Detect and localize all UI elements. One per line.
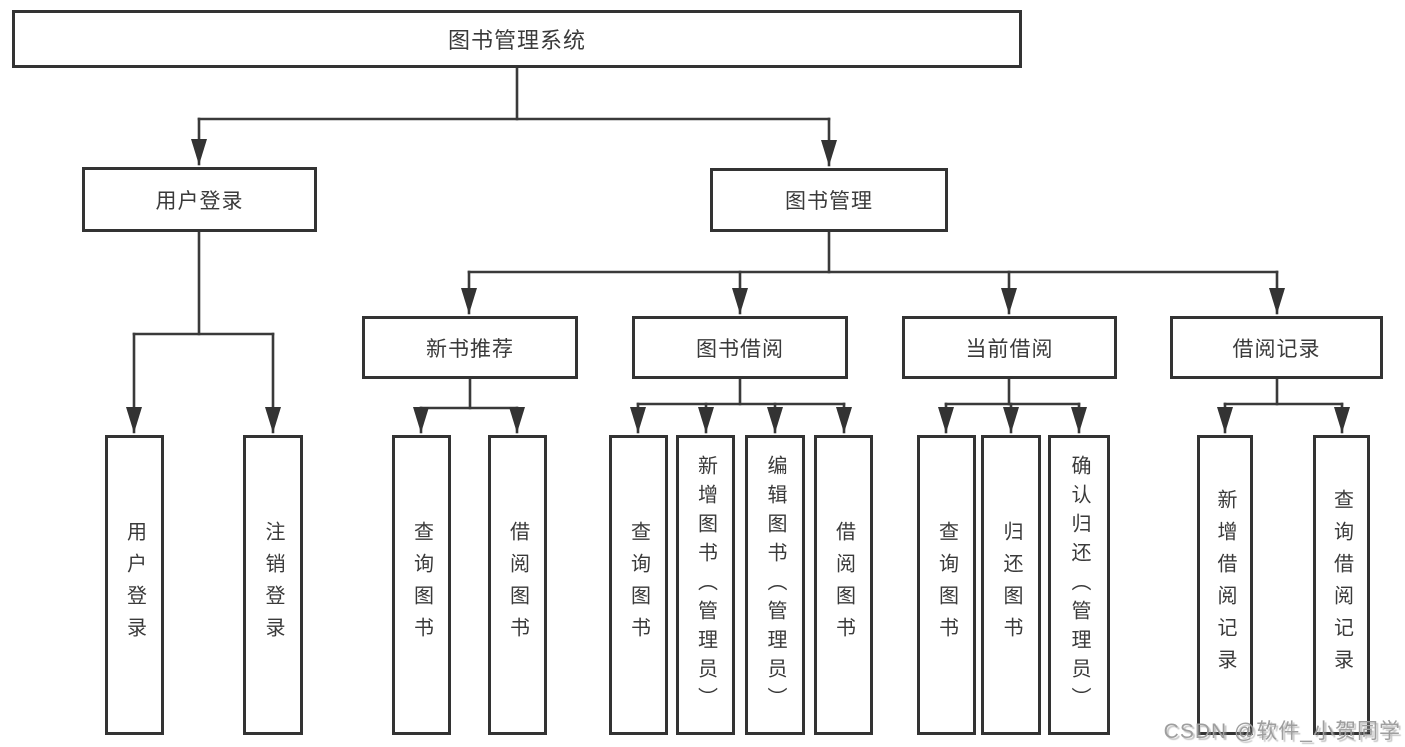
leaf-borrowing-add-books-admin-label: 新增图书（管理员） — [694, 454, 717, 716]
leaf-borrowing-borrow-books: 借阅图书 — [814, 435, 873, 735]
leaf-recommend-borrow-books-label: 借阅图书 — [506, 521, 529, 649]
node-current-borrowing-label: 当前借阅 — [965, 337, 1054, 361]
leaf-records-add-record: 新增借阅记录 — [1197, 435, 1253, 735]
leaf-borrowing-query-books-label: 查询图书 — [627, 521, 650, 649]
leaf-current-confirm-return-admin: 确认归还（管理员） — [1048, 435, 1110, 735]
leaf-current-return-books-label: 归还图书 — [1000, 521, 1022, 649]
csdn-watermark: CSDN @软件_小贺同学 — [1163, 720, 1401, 743]
node-book-borrowing: 图书借阅 — [632, 316, 848, 379]
node-new-book-recommend: 新书推荐 — [362, 316, 578, 379]
node-user-login-label: 用户登录 — [155, 189, 244, 213]
leaf-current-confirm-return-admin-label: 确认归还（管理员） — [1068, 454, 1090, 716]
leaf-user-login: 用户登录 — [105, 435, 164, 735]
leaf-recommend-query-books-label: 查询图书 — [410, 521, 433, 649]
node-book-management: 图书管理 — [710, 168, 948, 232]
leaf-borrowing-query-books: 查询图书 — [609, 435, 668, 735]
node-root: 图书管理系统 — [12, 10, 1022, 68]
leaf-current-query-books: 查询图书 — [917, 435, 976, 735]
leaf-recommend-query-books: 查询图书 — [392, 435, 451, 735]
node-book-management-label: 图书管理 — [785, 190, 873, 213]
leaf-records-add-record-label: 新增借阅记录 — [1214, 489, 1236, 681]
leaf-borrowing-add-books-admin: 新增图书（管理员） — [676, 435, 735, 735]
leaf-recommend-borrow-books: 借阅图书 — [488, 435, 547, 735]
node-borrowing-records-label: 借阅记录 — [1232, 337, 1321, 361]
leaf-borrowing-borrow-books-label: 借阅图书 — [832, 521, 855, 649]
leaf-records-query-record: 查询借阅记录 — [1313, 435, 1370, 735]
leaf-records-query-record-label: 查询借阅记录 — [1330, 489, 1353, 681]
node-borrowing-records: 借阅记录 — [1170, 316, 1383, 379]
node-user-login: 用户登录 — [82, 167, 317, 232]
node-new-book-recommend-label: 新书推荐 — [426, 337, 514, 361]
node-book-borrowing-label: 图书借阅 — [696, 337, 784, 361]
leaf-user-login-label: 用户登录 — [123, 521, 146, 649]
node-root-label: 图书管理系统 — [447, 28, 586, 53]
leaf-borrowing-edit-books-admin-label: 编辑图书（管理员） — [764, 454, 786, 716]
leaf-current-query-books-label: 查询图书 — [935, 521, 958, 649]
leaf-borrowing-edit-books-admin: 编辑图书（管理员） — [745, 435, 805, 735]
leaf-logout: 注销登录 — [243, 435, 303, 735]
leaf-current-return-books: 归还图书 — [981, 435, 1041, 735]
node-current-borrowing: 当前借阅 — [902, 316, 1117, 379]
leaf-logout-label: 注销登录 — [262, 521, 284, 649]
